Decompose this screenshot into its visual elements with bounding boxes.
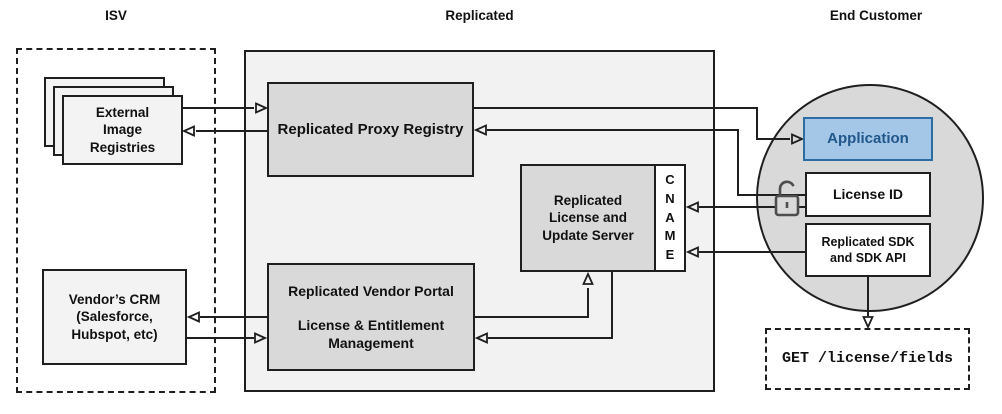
vendors-crm-label: Vendor’s CRM (Salesforce, Hubspot, etc) (68, 291, 161, 342)
connector-license-to-cname (699, 206, 805, 208)
connector-proxy-to-registries (196, 130, 267, 132)
connector-registries-to-proxy (183, 107, 254, 109)
isv-boundary (16, 48, 216, 393)
proxy-registry-label: Replicated Proxy Registry (277, 120, 464, 138)
license-update-server-box: Replicated License and Update Server (520, 164, 656, 272)
connector-crm-to-portal (187, 337, 254, 339)
connector-portal-to-server-h (475, 316, 589, 318)
vendor-portal-title: Replicated Vendor Portal (288, 282, 454, 299)
connector-license-to-proxy-h1 (487, 129, 739, 131)
license-id-label: License ID (832, 186, 904, 203)
arrowhead-into-registries-icon (182, 124, 196, 138)
license-id-box: License ID (805, 172, 931, 217)
connector-server-to-portal-h (488, 337, 613, 339)
arrowhead-into-portal-right-icon (475, 331, 489, 345)
vendor-portal-box: Replicated Vendor Portal License & Entit… (267, 263, 475, 371)
cname-label: C N A M E (664, 171, 676, 263)
cname-strip: C N A M E (654, 164, 686, 272)
connector-license-to-lock-h (737, 194, 805, 196)
arrowhead-into-proxy-right-icon (474, 123, 488, 137)
connector-server-to-portal-v (611, 272, 613, 339)
vendors-crm-box: Vendor’s CRM (Salesforce, Hubspot, etc) (42, 269, 187, 365)
get-license-fields-box: GET /license/fields (765, 328, 970, 390)
application-label: Application (827, 130, 909, 148)
external-image-registries-label: External Image Registries (89, 104, 156, 155)
connector-portal-to-crm (200, 316, 267, 318)
arrowhead-into-proxy-left-icon (254, 101, 268, 115)
get-license-fields-label: GET /license/fields (781, 350, 954, 368)
connector-portal-to-server-v (587, 288, 589, 318)
connector-license-to-proxy-v (737, 129, 739, 196)
connector-proxy-to-application-h1 (474, 107, 758, 109)
arrowhead-into-crm-icon (187, 310, 201, 324)
application-box: Application (803, 117, 933, 161)
external-image-registries-box: External Image Registries (62, 95, 183, 165)
section-header-end-customer: End Customer (829, 8, 923, 23)
arrowhead-into-portal-left-icon (253, 331, 267, 345)
vendor-portal-subtitle: License & Entitlement Management (297, 316, 445, 352)
connector-sdk-to-get (867, 277, 869, 316)
connector-sdk-to-cname (699, 251, 805, 253)
arrowhead-into-cname-lower-icon (686, 245, 700, 259)
arrowhead-into-cname-upper-icon (686, 200, 700, 214)
arrowhead-into-server-icon (581, 272, 595, 286)
arrowhead-into-get-box-icon (861, 315, 875, 329)
sdk-label: Replicated SDK and SDK API (821, 234, 915, 265)
section-header-replicated: Replicated (445, 8, 514, 23)
connector-proxy-to-application-h2 (756, 138, 790, 140)
sdk-box: Replicated SDK and SDK API (805, 223, 931, 277)
connector-proxy-to-application-v (756, 107, 758, 140)
arrowhead-into-application-icon (790, 132, 804, 146)
license-update-server-label: Replicated License and Update Server (542, 192, 634, 243)
section-header-isv: ISV (105, 8, 127, 23)
proxy-registry-box: Replicated Proxy Registry (267, 82, 474, 177)
open-lock-icon (767, 176, 807, 220)
